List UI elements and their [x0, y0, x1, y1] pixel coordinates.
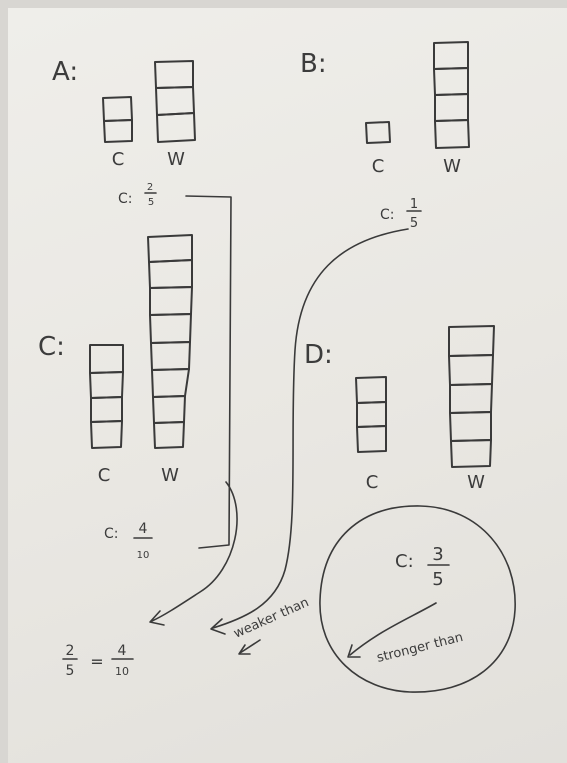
b-cranberry-stack — [365, 121, 391, 144]
arrowhead-c — [149, 610, 165, 626]
arrow-weaker — [239, 639, 261, 654]
curve-b-to-weaker — [212, 228, 409, 629]
equation: 2 5 = 4 10 — [62, 643, 134, 679]
curve-c-to-equation — [151, 481, 238, 622]
label-a: A: — [52, 57, 78, 87]
arrowhead-b — [210, 618, 226, 635]
label-c: C: — [38, 332, 65, 362]
ratio-a-prefix: C: — [118, 191, 133, 207]
d-cranberry-stack — [355, 376, 387, 453]
ratio-c-prefix: C: — [104, 526, 119, 542]
eq-right-den: 10 — [115, 665, 129, 678]
stronger-than-label: stronger than — [375, 630, 464, 666]
b-cranberry-label: C — [372, 156, 385, 177]
ratio-b-num: 1 — [410, 197, 418, 212]
arrowhead-stronger — [347, 644, 361, 658]
ratio-c-num: 4 — [139, 521, 148, 537]
d-water-stack — [448, 325, 495, 468]
circle-d — [319, 505, 516, 693]
ratio-b-den: 5 — [410, 216, 418, 231]
eq-equals: = — [90, 652, 103, 671]
c-water-stack — [147, 234, 193, 449]
ratio-a-den: 5 — [148, 197, 154, 208]
c-cranberry-label: C — [98, 465, 111, 486]
d-water-label: W — [467, 472, 485, 493]
a-water-label: W — [167, 149, 185, 170]
d-cranberry-label: C — [366, 472, 379, 493]
ratio-d-num: 3 — [432, 544, 443, 565]
weaker-than-label: weaker than — [232, 595, 312, 642]
arrow-stronger — [349, 602, 437, 656]
ratio-a-num: 2 — [147, 182, 153, 193]
a-cranberry-stack — [102, 96, 133, 143]
eq-right-num: 4 — [118, 643, 127, 659]
b-water-stack — [433, 41, 470, 149]
ratio-c-den: 10 — [137, 550, 150, 561]
paper-sheet — [8, 8, 567, 763]
eq-left-den: 5 — [66, 663, 75, 679]
bracket-a-to-c — [185, 195, 232, 549]
label-b: B: — [300, 49, 327, 79]
c-water-label: W — [161, 465, 179, 486]
c-cranberry-stack — [89, 344, 124, 449]
eq-left-num: 2 — [66, 643, 75, 659]
ratio-d-den: 5 — [432, 569, 443, 590]
arrowhead-weaker — [238, 644, 251, 655]
ratio-d-prefix: C: — [395, 551, 414, 572]
b-water-label: W — [443, 156, 461, 177]
a-cranberry-label: C — [112, 149, 125, 170]
ratio-b-prefix: C: — [380, 207, 395, 223]
a-water-stack — [154, 60, 196, 143]
label-d: D: — [304, 340, 333, 370]
